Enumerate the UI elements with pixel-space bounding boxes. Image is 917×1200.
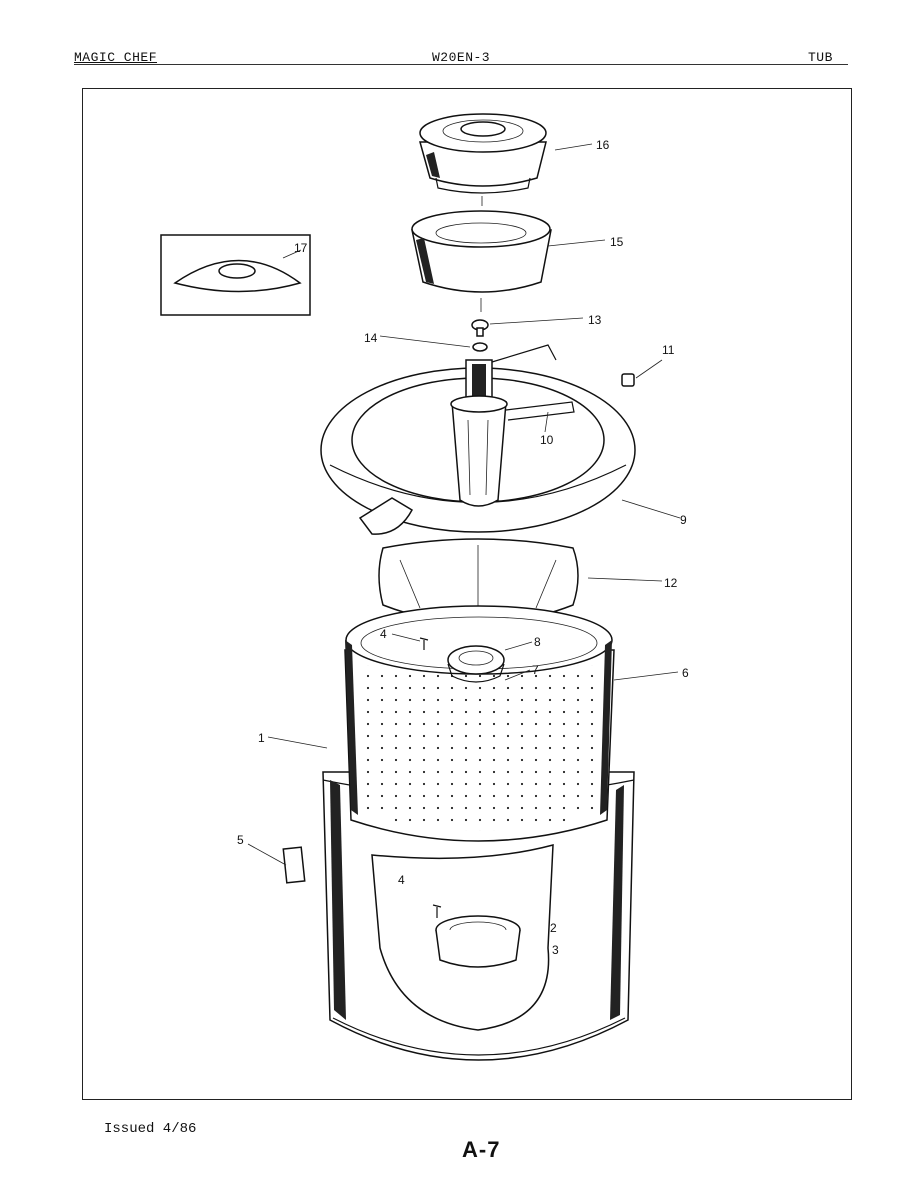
part-1-outer-tub — [322, 771, 635, 1061]
part-16-cap — [419, 113, 547, 194]
part-8-hub — [447, 645, 505, 683]
diagram-frame — [82, 88, 852, 1100]
callout-16: 16 — [596, 138, 610, 152]
part-11-clip — [621, 373, 635, 387]
callout-13: 13 — [588, 313, 602, 327]
callout-11: 11 — [662, 343, 675, 357]
callout-15: 15 — [610, 235, 624, 249]
section-title: TUB — [808, 50, 833, 65]
leader-lines — [247, 143, 681, 866]
callout-2: 2 — [550, 921, 557, 935]
callout-7: 7 — [532, 663, 539, 677]
callout-17: 17 — [294, 241, 308, 255]
callout-3: 3 — [552, 943, 559, 957]
callout-8: 8 — [534, 635, 541, 649]
callout-4-top: 4 — [380, 627, 387, 641]
callout-4-bottom: 4 — [398, 873, 405, 887]
part-13-screw — [471, 319, 489, 337]
brand-name: MAGIC CHEF — [74, 50, 158, 65]
part-5-label — [282, 846, 306, 884]
part-6-basket — [344, 605, 615, 842]
part-15-ring — [411, 210, 552, 293]
page-number: A-7 — [462, 1137, 501, 1162]
part-4-bolt-top — [419, 637, 429, 650]
callout-14: 14 — [364, 331, 378, 345]
model-number: W20EN-3 — [432, 50, 491, 65]
callout-5: 5 — [237, 833, 244, 847]
callout-1: 1 — [258, 731, 265, 745]
callout-12: 12 — [664, 576, 678, 590]
part-10-agitator — [450, 359, 575, 507]
callout-10: 10 — [540, 433, 554, 447]
part-14-washer — [472, 342, 488, 352]
callout-6: 6 — [682, 666, 689, 680]
issued-date: Issued 4/86 — [104, 1121, 197, 1137]
header-rule — [74, 64, 848, 65]
callout-9: 9 — [680, 513, 687, 527]
part-17-inset — [160, 234, 311, 316]
part-4-bolt-bottom — [432, 904, 442, 918]
